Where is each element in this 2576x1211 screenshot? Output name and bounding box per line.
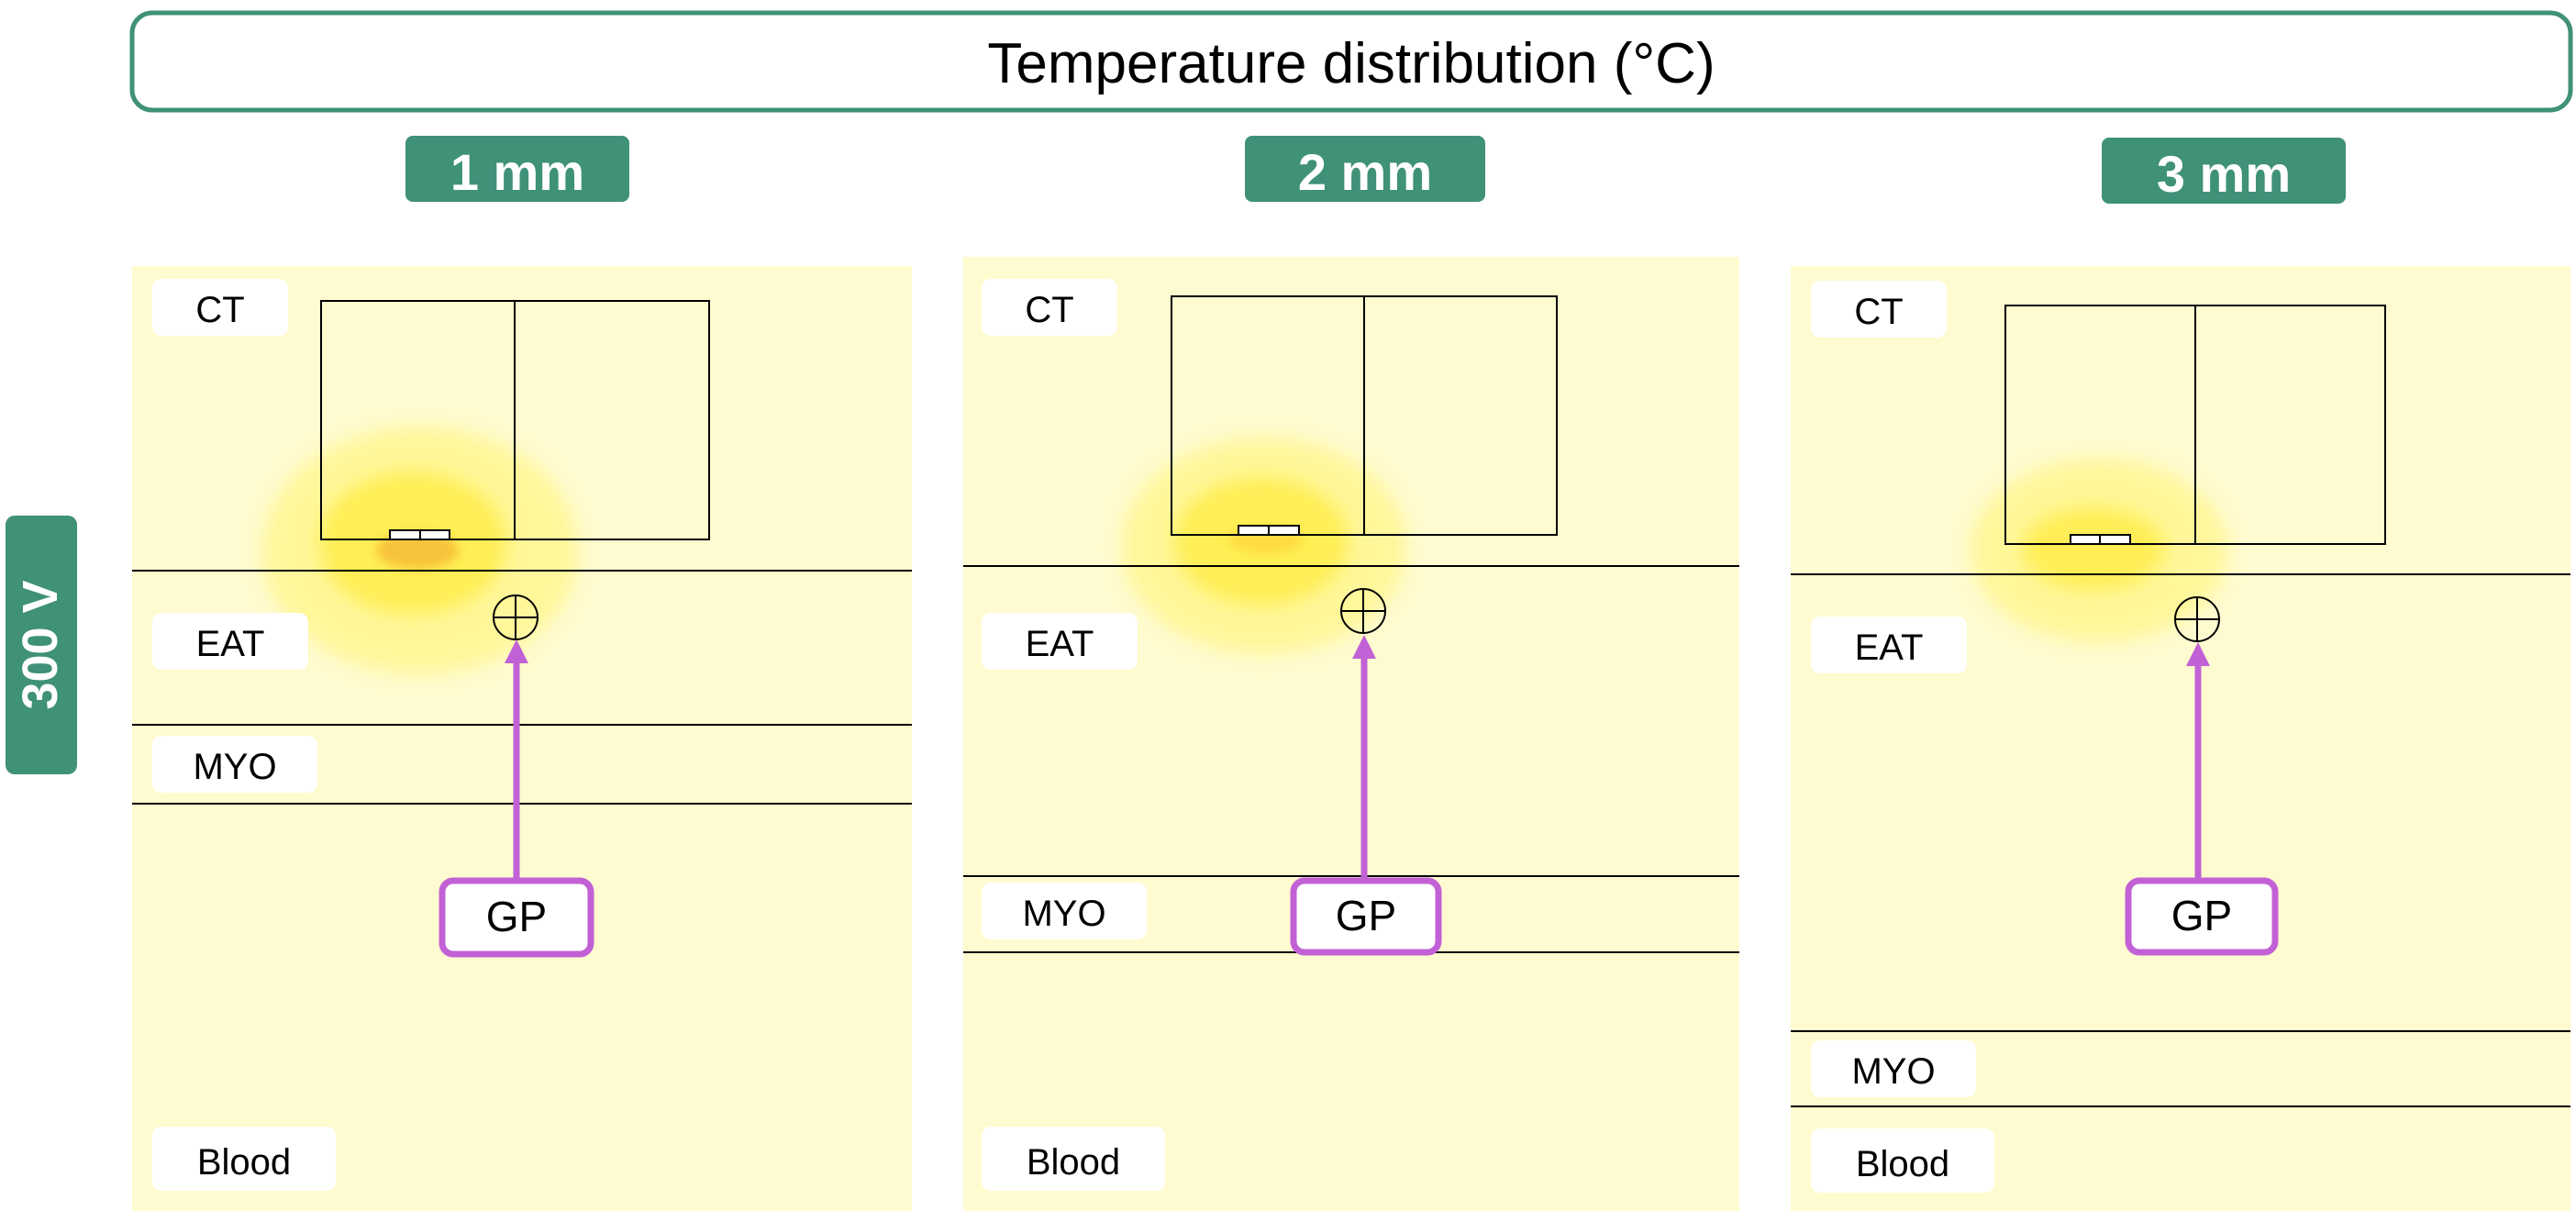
panel-3mm-electrode	[2004, 305, 2386, 545]
panel-1mm-electrode	[320, 300, 710, 540]
panel-2mm-tissue-bg	[963, 257, 1739, 1211]
panel-1mm-eat-label-box	[152, 613, 308, 670]
voltage-tag	[6, 516, 77, 774]
panel-2mm-myo-label-box	[982, 883, 1147, 939]
panel-2mm-gp-label-box	[1290, 877, 1442, 956]
panel-2mm: 2 mm CT EAT MYO Blood	[963, 136, 1739, 1211]
panel-1mm-ct-label: CT	[195, 290, 244, 330]
panel-1mm-gp-label: GP	[486, 893, 547, 940]
panel-3mm-eat-label: EAT	[1855, 628, 1924, 668]
panel-3mm-blood-label: Blood	[1856, 1144, 1949, 1184]
panel-1mm-blood-label-box	[152, 1127, 336, 1191]
panel-1mm-myo-label: MYO	[193, 747, 276, 787]
panel-3mm-gp-arrow	[2186, 642, 2210, 881]
panel-1mm-blood-label: Blood	[197, 1142, 291, 1183]
panel-1mm-gp-target-icon	[493, 594, 539, 640]
panel-2mm-gp-target-icon	[1340, 588, 1386, 634]
panel-3mm-heat-zone	[1971, 459, 2227, 642]
panel-2mm-ct-label: CT	[1025, 290, 1073, 330]
panel-3mm-ct-label-box	[1811, 281, 1947, 338]
panel-2mm-gp-arrow	[1352, 635, 1376, 881]
panel-2mm-header: 2 mm	[1298, 143, 1432, 201]
panel-3mm-gp-label: GP	[2171, 892, 2232, 939]
panel-1mm-gp-arrow	[505, 639, 528, 881]
panel-3mm: 3 mm CT EAT MYO Blood	[1791, 138, 2570, 1211]
panel-3mm-myo-label: MYO	[1851, 1051, 1935, 1092]
panel-1mm-ct-label-box	[152, 279, 288, 336]
panel-2mm-myo-label: MYO	[1022, 894, 1105, 934]
panel-3mm-myo-label-box	[1811, 1040, 1976, 1097]
panel-2mm-electrode	[1171, 295, 1558, 536]
panel-1mm-header: 1 mm	[450, 143, 584, 201]
title-frame	[129, 10, 2573, 113]
panel-2mm-eat-label: EAT	[1026, 624, 1094, 664]
panel-2mm-heat-zone	[1122, 438, 1406, 654]
panel-3mm-header: 3 mm	[2157, 145, 2291, 203]
panel-3mm-gp-target-icon	[2174, 596, 2220, 642]
panel-2mm-ct-label-box	[982, 279, 1117, 336]
panel-3mm-eat-label-box	[1811, 617, 1967, 673]
panel-3mm-ct-label: CT	[1854, 292, 1903, 332]
panel-3mm-header-box	[2102, 138, 2346, 204]
panel-2mm-blood-label: Blood	[1027, 1142, 1120, 1183]
panel-1mm: 1 mm CT EAT MYO Blood	[132, 136, 912, 1211]
panel-2mm-eat-label-box	[982, 613, 1138, 670]
panel-2mm-blood-label-box	[982, 1127, 1165, 1191]
panel-1mm-heat-zone	[262, 427, 578, 674]
panel-2mm-gp-label: GP	[1336, 892, 1396, 939]
panel-1mm-gp-label-box	[439, 877, 594, 958]
voltage-label: 300 V	[13, 580, 68, 709]
panel-2mm-header-box	[1245, 136, 1485, 202]
panel-1mm-myo-label-box	[152, 736, 317, 793]
panel-1mm-header-box	[405, 136, 629, 202]
panel-3mm-blood-label-box	[1811, 1128, 1994, 1193]
panel-3mm-gp-label-box	[2125, 877, 2279, 956]
figure-title: Temperature distribution (°C)	[987, 32, 1715, 95]
panel-1mm-eat-label: EAT	[196, 624, 265, 664]
